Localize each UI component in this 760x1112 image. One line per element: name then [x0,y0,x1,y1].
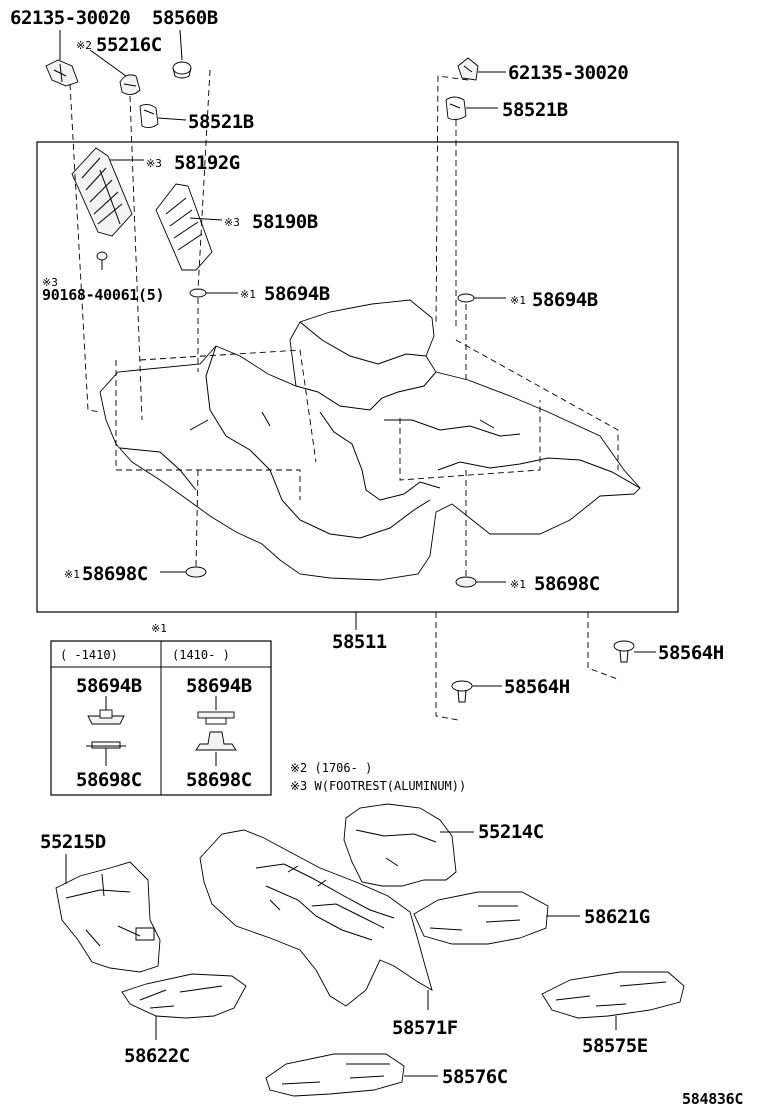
label-58621G: 58621G [584,906,650,928]
label-58698C-left-mark: ※1 [64,568,80,581]
label-58698C-right-mark: ※1 [510,578,526,591]
clamp-58521B-left-drawing [139,103,159,129]
label-90168-40061: 90168-40061(5) [42,286,164,304]
label-58694B-right-mark: ※1 [510,294,526,307]
note-2: ※2 (1706- ) [290,761,372,775]
silencer-55214C-drawing [343,803,457,887]
clip-55216C-drawing [119,74,141,95]
label-58694B-left: 58694B [264,283,330,305]
diagram-id: 584836C [682,1090,743,1108]
label-58192G-mark: ※3 [146,157,162,170]
clip-58564H-upper-drawing [613,640,635,663]
grommet-58698C-right-drawing [455,576,477,588]
label-90168-mark: ※3 [42,276,58,289]
footrest-58192G-drawing [71,147,133,237]
label-58190B-mark: ※3 [224,216,240,229]
floor-carpet-58511-drawing [99,299,641,581]
label-58571F: 58571F [392,1017,458,1039]
label-58622C: 58622C [124,1045,190,1067]
note-3: ※3 W(FOOTREST(ALUMINUM)) [290,779,466,793]
fastener-58694B-left-drawing [189,288,207,298]
inset-right-fastener-drawing [195,696,237,766]
label-58698C-left: 58698C [82,563,148,585]
inset-left-bottom-label: 58698C [76,769,142,791]
silencer-55215D-drawing [55,861,161,973]
leader-lines [59,29,506,630]
screw-90168-drawing [96,251,108,270]
label-55214C: 55214C [478,821,544,843]
mat-58621G-drawing [413,891,549,945]
label-58575E: 58575E [582,1035,648,1057]
label-58564H-upper: 58564H [658,642,724,664]
inset-right-bottom-label: 58698C [186,769,252,791]
label-58694B-right: 58694B [532,289,598,311]
clip-62135-right-drawing [457,57,479,81]
carpet-58571F-drawing [199,829,433,1007]
label-62135-30020-left: 62135-30020 [10,7,130,29]
label-58560B: 58560B [152,7,218,29]
label-58190B: 58190B [252,211,318,233]
fastener-58694B-right-drawing [457,293,475,303]
label-58698C-right: 58698C [534,573,600,595]
plug-58560B-drawing [172,61,192,79]
label-58511: 58511 [332,631,387,653]
inset-col-left-header: ( -1410) [60,648,118,662]
label-58192G: 58192G [174,152,240,174]
label-58576C: 58576C [442,1066,508,1088]
inset-right-top-label: 58694B [186,675,252,697]
label-55216C: 55216C [96,34,162,56]
inset-mark: ※1 [151,622,167,635]
inset-left-top-label: 58694B [76,675,142,697]
assembly-dashed-lines [69,69,621,721]
mat-58575E-drawing [541,971,685,1019]
grommet-58698C-left-drawing [185,566,207,578]
clip-58564H-lower-drawing [451,680,473,703]
label-55215D: 55215D [40,831,106,853]
label-55216C-mark: ※2 [76,39,92,52]
mat-58576C-drawing [265,1053,405,1097]
inset-left-fastener-drawing [86,696,126,766]
inset-col-right-header: (1410- ) [172,648,230,662]
pedal-58190B-drawing [155,183,213,271]
label-58694B-left-mark: ※1 [240,288,256,301]
variant-inset-table: ※1 ( -1410) (1410- ) 58694B 58694B 58698… [50,622,272,796]
clip-62135-left-drawing [45,59,79,87]
mat-58622C-drawing [121,973,247,1019]
label-58521B-right: 58521B [502,99,568,121]
label-58564H-lower: 58564H [504,676,570,698]
label-58521B-left: 58521B [188,111,254,133]
label-62135-30020-right: 62135-30020 [508,62,628,84]
clamp-58521B-right-drawing [445,96,467,121]
assembly-frame [36,141,679,613]
